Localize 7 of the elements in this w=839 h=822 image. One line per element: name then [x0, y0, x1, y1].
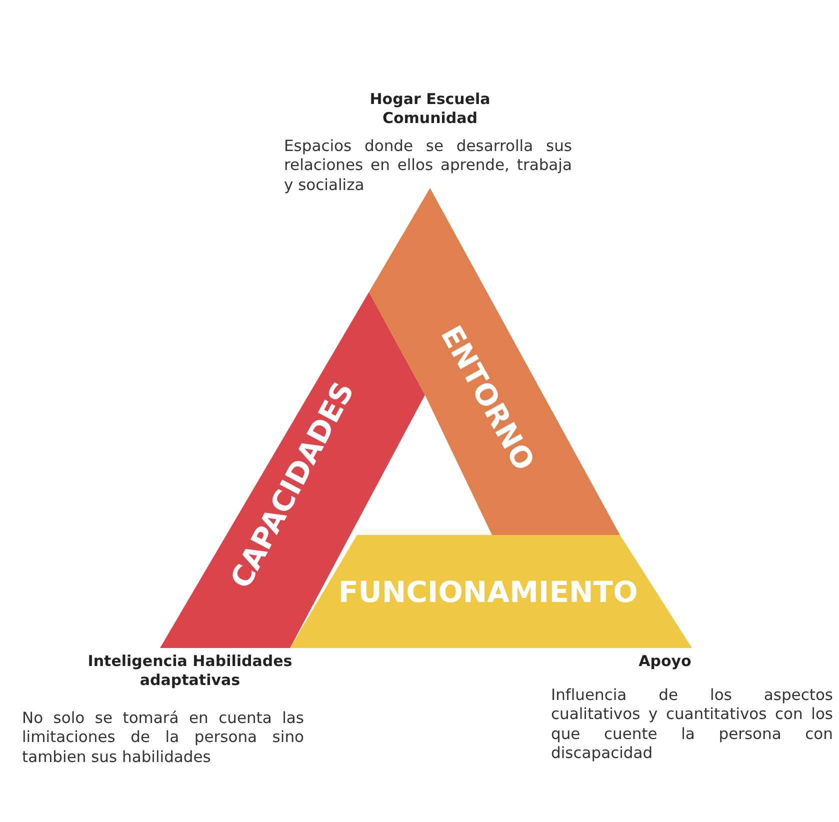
- caption-heading: Apoyo: [638, 652, 692, 671]
- caption-heading: Hogar Escuela Comunidad: [368, 90, 492, 128]
- description-text: Influencia de los aspectos cualitativos y cuantitativos con los que cuente la persona con discapacidad: [551, 686, 833, 764]
- triangle-band: [369, 188, 620, 535]
- description-text: No solo se tomará en cuenta las limitaciones de la persona sino tambien sus habilidades: [22, 709, 304, 768]
- caption-heading: Inteligencia Habilidades adaptativas: [86, 652, 294, 690]
- description-text: Espacios donde se desarrolla sus relaciones en ellos aprende, trabaja y socializa: [284, 137, 572, 196]
